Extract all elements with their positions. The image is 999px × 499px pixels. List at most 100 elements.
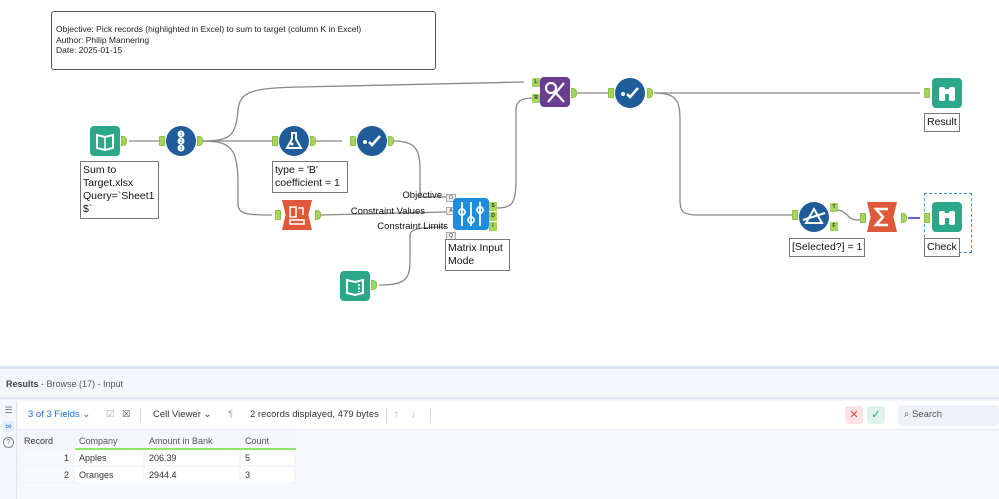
- cell-count[interactable]: 5: [239, 448, 296, 467]
- join-left-anchor[interactable]: L: [532, 78, 540, 87]
- toolbar-separator: [430, 408, 431, 423]
- formula-tool[interactable]: [279, 126, 309, 156]
- input-tool-label: Sum to Target.xlsx Query=`Sheet1 $`: [80, 161, 159, 219]
- filter-input-anchor[interactable]: [792, 210, 798, 220]
- wire-recordid-join: [202, 81, 525, 142]
- select1-output-anchor[interactable]: [388, 136, 394, 146]
- optimization-tool-label: Matrix Input Mode: [445, 239, 510, 271]
- optimization-tool[interactable]: [453, 198, 489, 230]
- filter-icon: [802, 206, 826, 224]
- results-side-rail: ☰ ∞ ?: [0, 401, 17, 499]
- binoculars-icon: [939, 211, 955, 225]
- workflow-comment[interactable]: Objective: Pick records (highlighted in …: [51, 11, 436, 70]
- wire-textinput-limits: [378, 226, 447, 286]
- wire-recordid-transpose: [202, 140, 273, 216]
- check-all-icon[interactable]: ☑: [106, 409, 115, 420]
- cell-company[interactable]: Oranges: [73, 465, 145, 484]
- sigma-icon: [873, 207, 888, 227]
- connection-wires: [129, 81, 920, 286]
- transpose-icon: [289, 206, 305, 225]
- binoculars-tab-icon[interactable]: ∞: [3, 421, 14, 432]
- optimization-icon: [458, 202, 484, 226]
- join-right-anchor[interactable]: R: [532, 94, 540, 103]
- recordid-input-anchor[interactable]: [159, 136, 165, 146]
- browse-result-tool[interactable]: [932, 78, 962, 108]
- wire-select2-filter: [653, 92, 792, 216]
- transpose-input-anchor[interactable]: [275, 210, 281, 220]
- comment-author: Author: Philip Mannering: [56, 34, 150, 45]
- recordid-output-anchor[interactable]: [197, 136, 203, 146]
- browse-check-tool[interactable]: [932, 202, 962, 232]
- join-tool[interactable]: [540, 77, 570, 107]
- filter-true-anchor[interactable]: T: [830, 203, 838, 212]
- formula-output-anchor[interactable]: [310, 136, 316, 146]
- binoculars-icon: [939, 87, 955, 101]
- summarize-tool[interactable]: [867, 202, 897, 232]
- join-output-anchor[interactable]: [571, 88, 577, 98]
- input-output-anchor[interactable]: [121, 136, 127, 146]
- search-input[interactable]: ⌕ Search: [898, 405, 999, 426]
- filter-tool[interactable]: [799, 202, 829, 232]
- column-header-company[interactable]: Company: [73, 431, 145, 450]
- cell-amount[interactable]: 2944.4: [143, 465, 241, 484]
- cell-record[interactable]: 2: [18, 465, 75, 484]
- cell-record[interactable]: 1: [18, 448, 75, 467]
- result-input-anchor[interactable]: [924, 88, 930, 98]
- column-header-count[interactable]: Count: [239, 431, 296, 450]
- cell-viewer-dropdown[interactable]: Cell Viewer ⌄: [153, 409, 212, 420]
- formula-flask-icon: [285, 132, 303, 149]
- formula-input-anchor[interactable]: [272, 136, 278, 146]
- column-header-record[interactable]: Record: [18, 431, 75, 450]
- results-toolbar: 3 of 3 Fields ⌄ ☑ ☒ Cell Viewer ⌄ ¶ 2 re…: [18, 401, 999, 430]
- opt-output-i[interactable]: I: [489, 222, 497, 231]
- toolbar-separator: [140, 408, 141, 423]
- filter-false-anchor[interactable]: F: [830, 222, 838, 231]
- wire-select-objective: [393, 140, 446, 198]
- opt-output-s[interactable]: S: [489, 202, 497, 211]
- transpose-output-anchor[interactable]: [315, 210, 321, 220]
- cell-amount[interactable]: 206.39: [143, 448, 241, 467]
- text-input-icon: [346, 278, 364, 297]
- select1-input-anchor[interactable]: [350, 136, 356, 146]
- join-icon: [544, 81, 565, 103]
- cell-company[interactable]: Apples: [73, 448, 145, 467]
- select-tool-1[interactable]: [357, 126, 387, 156]
- check-button[interactable]: ✓: [867, 406, 885, 424]
- comment-date: Date: 2025-01-15: [56, 45, 123, 55]
- text-input-output-anchor[interactable]: [371, 280, 377, 290]
- comment-objective: Objective: Pick records (highlighted in …: [56, 24, 362, 34]
- transpose-tool[interactable]: [282, 200, 312, 230]
- uncheck-all-icon[interactable]: ☒: [122, 409, 131, 420]
- results-subtitle: - Browse (17) - Input: [38, 379, 124, 389]
- column-header-amount[interactable]: Amount in Bank: [143, 431, 241, 450]
- search-icon: ⌕: [904, 409, 910, 420]
- summarize-output-anchor[interactable]: [901, 213, 907, 223]
- arrow-up-icon[interactable]: ↑: [394, 409, 399, 420]
- browse-result-label: Result: [924, 113, 960, 132]
- close-x-button[interactable]: ✕: [845, 406, 863, 424]
- text-input-tool[interactable]: [340, 271, 370, 301]
- check-input-anchor[interactable]: [924, 213, 930, 223]
- pilcrow-icon[interactable]: ¶: [228, 409, 234, 420]
- table-row: 1 Apples 206.39 5: [18, 448, 296, 467]
- chevron-down-icon: ⌄: [82, 409, 91, 420]
- results-header: Results - Browse (17) - Input: [0, 369, 999, 399]
- fields-dropdown[interactable]: 3 of 3 Fields ⌄: [28, 409, 91, 420]
- opt-output-d[interactable]: D: [489, 212, 497, 221]
- cell-count[interactable]: 3: [239, 465, 296, 484]
- table-row: 2 Oranges 2944.4 3: [18, 465, 296, 484]
- book-icon: [96, 133, 114, 152]
- select2-output-anchor[interactable]: [647, 88, 653, 98]
- results-divider[interactable]: [0, 366, 999, 369]
- select-check-icon: [363, 135, 381, 147]
- constraint-limits-connection-label: Constraint Limits: [377, 221, 448, 232]
- input-data-tool[interactable]: [90, 126, 120, 156]
- summarize-input-anchor[interactable]: [860, 213, 866, 223]
- select-tool-2[interactable]: [615, 78, 645, 108]
- workflow-canvas[interactable]: Objective: Pick records (highlighted in …: [0, 0, 999, 366]
- arrow-down-icon[interactable]: ↓: [411, 409, 416, 420]
- list-icon[interactable]: ☰: [4, 405, 13, 415]
- help-icon[interactable]: ?: [3, 437, 14, 448]
- select2-input-anchor[interactable]: [608, 88, 614, 98]
